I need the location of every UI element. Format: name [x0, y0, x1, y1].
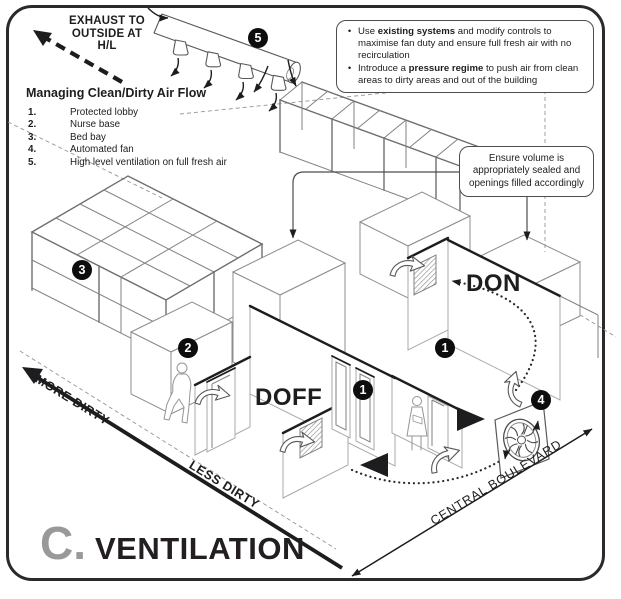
- legend-item-3: 3.Bed bay: [28, 131, 106, 143]
- page-title: C. VENTILATION: [40, 520, 305, 567]
- legend-item-4: 4.Automated fan: [28, 144, 134, 156]
- exhaust-line2: OUTSIDE AT: [71, 27, 143, 40]
- legend-heading: Managing Clean/Dirty Air Flow: [26, 86, 207, 100]
- badge-4-automated-fan: 4: [531, 390, 551, 410]
- legend-list: 1.Protected lobby 2.Nurse base 3.Bed bay…: [28, 107, 227, 169]
- strategy-bullet-2: • Introduce a pressure regime to push ai…: [341, 63, 586, 87]
- dirty-gradient-arrow: [22, 367, 344, 570]
- badge-3-bed-bay: 3: [72, 260, 92, 280]
- flow-triangle-right: [457, 407, 485, 431]
- flow-triangle-left: [360, 453, 388, 477]
- exhaust-arrow: [33, 30, 124, 84]
- badge-5-high-level-vent: 5: [248, 28, 268, 48]
- seal-callout: Ensure volume is appropriately sealed an…: [459, 146, 594, 198]
- duct-nozzles: [172, 39, 287, 91]
- legend-item-1: 1.Protected lobby: [28, 107, 139, 118]
- exhaust-duct: [147, 7, 301, 112]
- diagram-frame: [6, 5, 605, 581]
- bullet-icon: •: [347, 26, 352, 37]
- doff-label: DOFF: [255, 384, 323, 411]
- badge-2-nurse-base: 2: [178, 338, 198, 358]
- exhaust-line3: H/L: [97, 40, 117, 53]
- don-label: DON: [466, 270, 521, 297]
- legend-item-5: 5.High level ventilation on full fresh a…: [28, 156, 227, 168]
- badge-1-protected-lobby-don: 1: [435, 338, 455, 358]
- legend-item-2: 2.Nurse base: [28, 119, 121, 131]
- person-coveralls: [163, 362, 192, 424]
- title-text: VENTILATION: [95, 531, 305, 566]
- exhaust-label: EXHAUST TO OUTSIDE AT H/L: [52, 15, 162, 53]
- strategy-bullet-1: • Use existing systems and modify contro…: [341, 26, 586, 63]
- badge-1-protected-lobby-doff: 1: [353, 380, 373, 400]
- central-boulevard-arrow: [351, 428, 593, 577]
- duct-air-arrows: [147, 7, 297, 112]
- doff-grille: [299, 417, 323, 459]
- exhaust-line1: EXHAUST TO: [69, 15, 145, 27]
- boulevard-door: [427, 395, 449, 459]
- bullet-icon: •: [347, 62, 352, 74]
- strategy-callout: • Use existing systems and modify contro…: [336, 20, 594, 94]
- title-prefix: C.: [40, 517, 86, 569]
- bed-bay-frame-upper: [279, 81, 483, 219]
